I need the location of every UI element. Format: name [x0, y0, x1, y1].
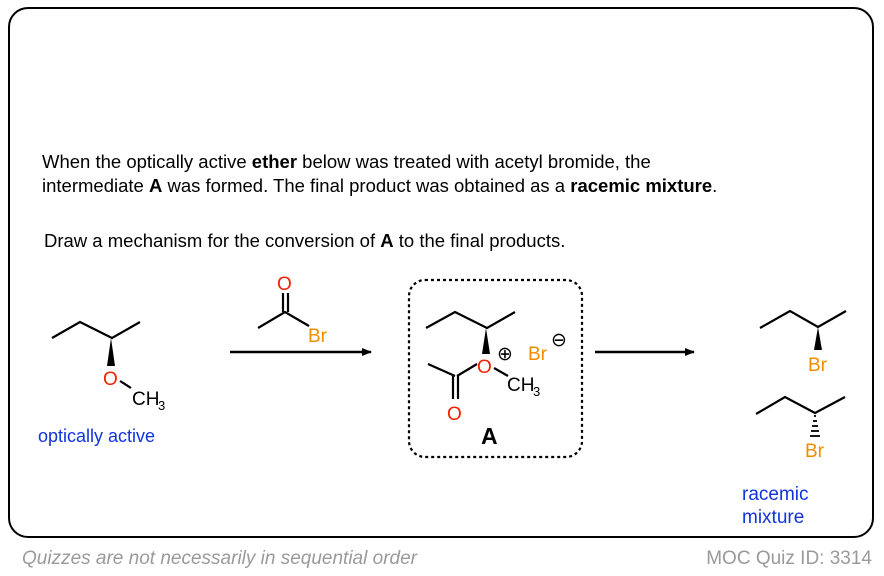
- instruction-line: Draw a mechanism for the conversion of A…: [44, 230, 565, 252]
- reactant-ether: O CH 3 optically active: [38, 320, 165, 446]
- reactant-o-methyl-bond: [119, 380, 132, 389]
- intermediate-ch: CH: [507, 375, 534, 396]
- instruction-text: Draw a mechanism for the conversion of: [44, 230, 381, 251]
- product-2-hashed-bond: [810, 415, 820, 437]
- intermediate-wedge-bond: [482, 328, 490, 354]
- reactant-caption: optically active: [38, 426, 155, 446]
- product-2: Br: [755, 395, 846, 462]
- intermediate-a: O ⊕ CH 3 Br ⊖ O A: [407, 278, 584, 459]
- intermediate-carbon-chain: [425, 310, 516, 330]
- product-caption-line-2: mixture: [742, 507, 804, 528]
- question-bold-a: A: [148, 175, 163, 196]
- instruction-bold-a: A: [380, 230, 394, 251]
- reagent-bromine: Br: [308, 326, 328, 347]
- question-text: When the optically active: [42, 151, 252, 172]
- intermediate-carbonyl-oxygen: O: [447, 404, 462, 425]
- question-text: was formed. The final product was obtain…: [162, 175, 571, 196]
- reactant-wedge-bond: [107, 338, 115, 366]
- product-2-carbon-chain: [755, 395, 846, 415]
- question-bold-ether: ether: [251, 151, 298, 172]
- footer-note: Quizzes are not necessarily in sequentia…: [22, 548, 417, 569]
- product-2-bromine: Br: [805, 441, 825, 462]
- intermediate-ch-subscript: 3: [533, 384, 540, 399]
- question-text: .: [712, 175, 718, 196]
- question-line-1: When the optically active ether below wa…: [42, 151, 651, 173]
- product-caption-line-1: racemic: [742, 484, 809, 505]
- product-1-carbon-chain: [759, 309, 847, 329]
- quiz-card: [8, 7, 874, 538]
- product-1: Br: [759, 309, 847, 376]
- reagent-acetyl-bromide: O Br: [257, 274, 328, 347]
- instruction-text: to the final products.: [393, 230, 566, 251]
- quiz-id: MOC Quiz ID: 3314: [706, 548, 872, 569]
- reactant-carbon-chain: [51, 320, 141, 340]
- product-1-wedge-bond: [814, 327, 822, 350]
- question-text: intermediate: [42, 175, 149, 196]
- intermediate-bromide: Br: [528, 344, 548, 365]
- reagent-skeleton: [257, 310, 310, 329]
- intermediate-label: A: [481, 423, 498, 449]
- intermediate-minus-charge: ⊖: [551, 330, 567, 351]
- reactant-ch-subscript: 3: [158, 398, 165, 413]
- reagent-oxygen: O: [277, 274, 292, 295]
- reactant-oxygen: O: [103, 369, 118, 390]
- question-bold-racemic: racemic mixture: [570, 175, 713, 196]
- intermediate-acyl-methyl: [427, 362, 456, 378]
- product-1-bromine: Br: [808, 355, 828, 376]
- question-line-2: intermediate A was formed. The final pro…: [42, 175, 717, 197]
- reactant-ch: CH: [132, 389, 159, 410]
- question-text: below was treated with acetyl bromide, t…: [297, 151, 651, 172]
- intermediate-o-methyl-bond: [493, 367, 509, 377]
- intermediate-oxonium-oxygen: O: [477, 357, 492, 378]
- intermediate-plus-charge: ⊕: [497, 344, 513, 365]
- intermediate-o-acyl-bond: [456, 363, 478, 377]
